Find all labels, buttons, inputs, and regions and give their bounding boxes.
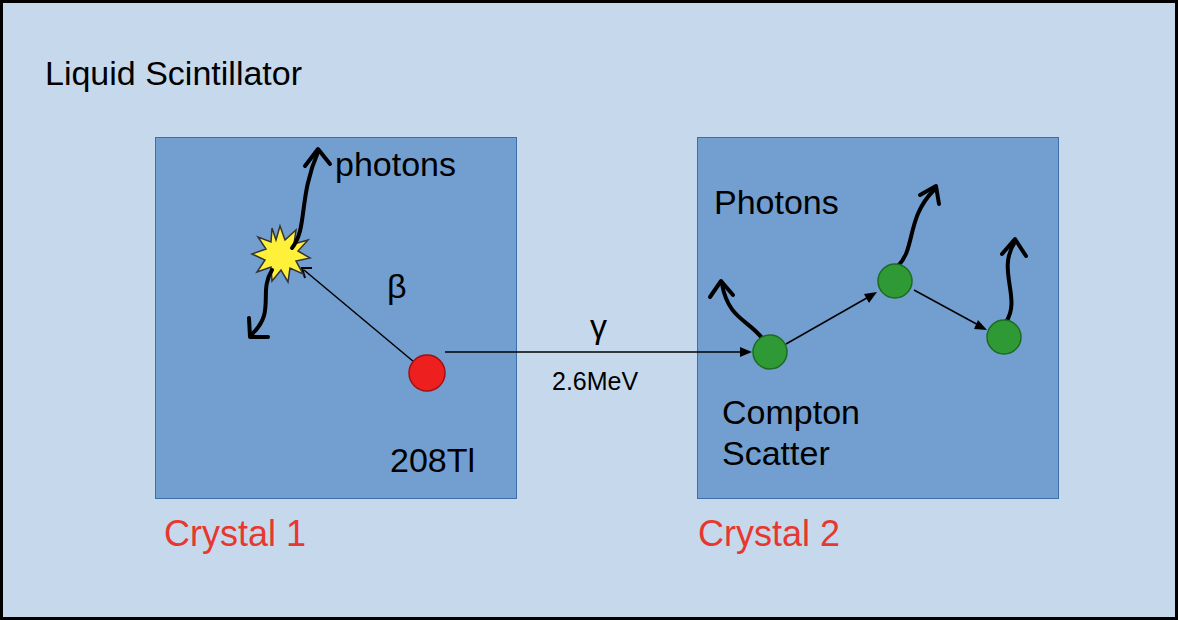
isotope-label: 208Tl xyxy=(390,440,475,481)
photon-label: photons xyxy=(335,144,456,185)
crystal-label: Crystal 1 xyxy=(164,512,306,555)
photon-label: Photons xyxy=(714,182,839,223)
particle-label: β xyxy=(387,266,407,307)
crystal-label: Crystal 2 xyxy=(698,512,840,555)
volume-title: Liquid Scintillator xyxy=(45,53,302,94)
particle-label: γ xyxy=(590,306,607,347)
energy-label: 2.6MeV xyxy=(552,366,638,396)
process-label: Compton Scatter xyxy=(722,392,922,474)
